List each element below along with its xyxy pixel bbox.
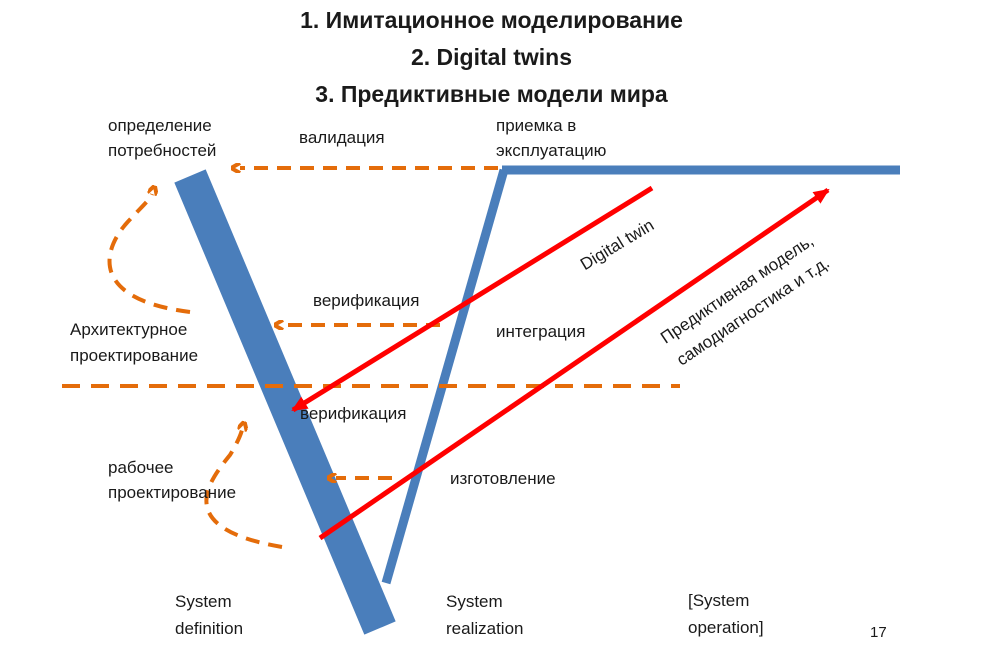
label-verification-mid: верификация bbox=[300, 404, 407, 423]
label-architecture-line2: проектирование bbox=[70, 346, 199, 365]
phase-definition-line1: System bbox=[175, 592, 232, 611]
label-detailed-line2: проектирование bbox=[108, 483, 237, 502]
label-integration: интеграция bbox=[496, 322, 586, 341]
label-needs-line2: потребностей bbox=[108, 141, 217, 160]
title-line-1: 1. Имитационное моделирование bbox=[300, 7, 683, 33]
v-right-leg bbox=[381, 168, 509, 585]
label-acceptance-line2: эксплуатацию bbox=[496, 141, 607, 160]
label-architecture-line1: Архитектурное bbox=[70, 320, 188, 339]
phase-realization-line1: System bbox=[446, 592, 503, 611]
lower-feedback-curve bbox=[204, 430, 283, 549]
label-verification-top: верификация bbox=[313, 291, 420, 310]
label-manufacturing: изготовление bbox=[450, 469, 556, 488]
page-number: 17 bbox=[870, 624, 887, 641]
v-left-leg bbox=[174, 169, 396, 635]
predictive-model-arrow bbox=[318, 187, 830, 541]
title-line-3: 3. Предиктивные модели мира bbox=[315, 81, 668, 107]
label-detailed-line1: рабочее bbox=[108, 458, 174, 477]
phase-operation-line1: [System bbox=[688, 591, 750, 610]
phase-realization-line2: realization bbox=[446, 619, 524, 638]
label-validation: валидация bbox=[299, 128, 385, 147]
label-acceptance-line1: приемка в bbox=[496, 116, 577, 135]
label-needs-line1: определение bbox=[108, 116, 212, 135]
title-line-2: 2. Digital twins bbox=[410, 44, 573, 70]
digital-twin-arrow bbox=[291, 185, 654, 413]
upper-feedback-curve bbox=[107, 194, 191, 314]
phase-operation-line2: operation] bbox=[688, 618, 764, 637]
phase-definition-line2: definition bbox=[175, 619, 244, 638]
